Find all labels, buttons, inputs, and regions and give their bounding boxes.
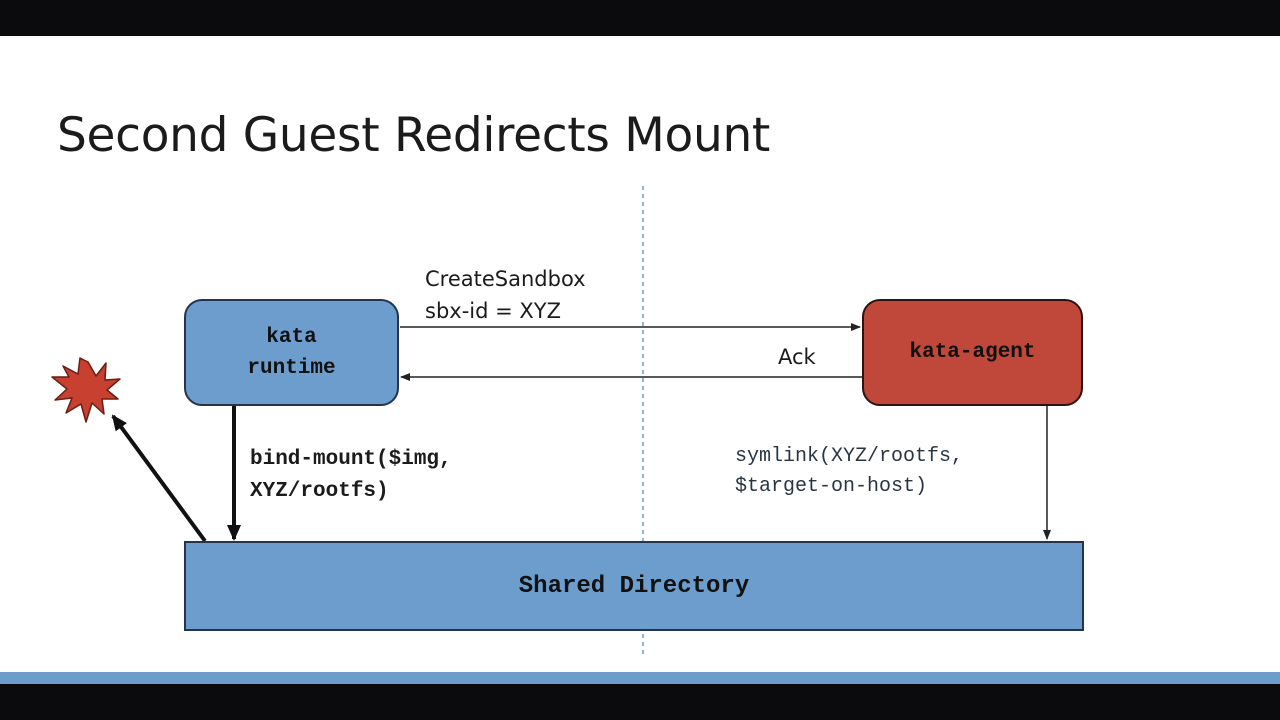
slide-title: Second Guest Redirects Mount (57, 108, 771, 163)
bind-mount-label: bind-mount($img, XYZ/rootfs) (250, 448, 452, 503)
kata-agent-box: kata-agent (862, 299, 1083, 406)
diagram-connectors (51, 186, 1051, 656)
kata-runtime-box: kata runtime (184, 299, 399, 406)
accent-strip (0, 672, 1280, 684)
bottom-letterbox-bar (0, 684, 1280, 720)
sbx-id-label: sbx-id = XYZ (425, 299, 561, 323)
slide: Second Guest Redirects Mount kata runtim… (0, 36, 1280, 672)
symlink-label: symlink(XYZ/rootfs, $target-on-host) (735, 445, 964, 498)
ack-label: Ack (778, 345, 816, 369)
shared-directory-box: Shared Directory (184, 541, 1084, 631)
create-sandbox-label: CreateSandbox (425, 267, 586, 291)
top-letterbox-bar (0, 0, 1280, 36)
explosion-burst-icon (51, 357, 121, 423)
escape-arrow (111, 414, 207, 543)
